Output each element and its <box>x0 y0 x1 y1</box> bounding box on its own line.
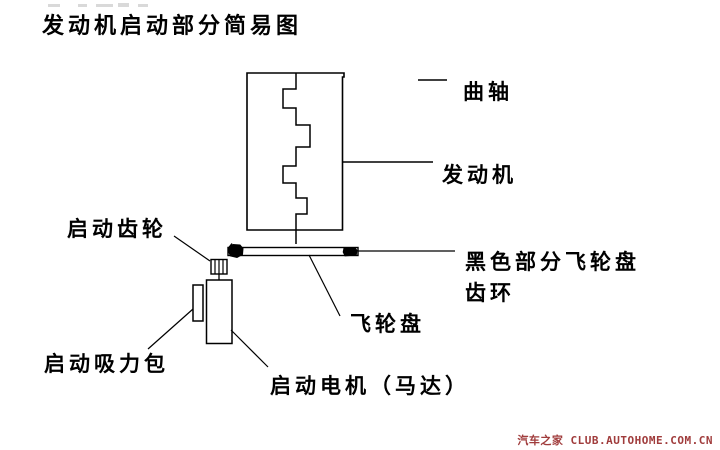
top-edge-artifact <box>78 4 87 7</box>
flywheel-disc <box>227 246 359 257</box>
leader-flywheel <box>308 254 341 317</box>
ring-gear-black-left <box>227 243 244 259</box>
starter-motor-body <box>205 279 233 345</box>
solenoid-body <box>192 284 204 322</box>
top-edge-artifact <box>138 4 148 7</box>
leader-starter-motor <box>230 329 269 368</box>
label-ring-gear-line1: 黑色部分飞轮盘 <box>465 251 640 274</box>
label-starter-gear: 启动齿轮 <box>67 218 167 241</box>
label-ring-gear-line2: 齿环 <box>465 282 515 305</box>
label-starter-motor: 启动电机（马达） <box>270 375 470 398</box>
label-solenoid: 启动吸力包 <box>44 353 169 376</box>
label-crankshaft: 曲轴 <box>463 81 513 104</box>
top-edge-artifact <box>118 3 129 7</box>
top-edge-artifact <box>48 4 60 7</box>
label-ring-gear: 黑色部分飞轮盘 齿环 <box>465 247 640 309</box>
engine-block-outline <box>246 72 345 231</box>
leader-solenoid <box>147 308 194 350</box>
label-flywheel: 飞轮盘 <box>350 313 425 336</box>
diagram-title: 发动机启动部分简易图 <box>42 13 303 38</box>
top-edge-artifact <box>96 4 113 7</box>
ring-gear-black-left-tick <box>227 243 233 249</box>
label-engine: 发动机 <box>442 164 517 187</box>
crankshaft-zigzag <box>282 73 311 244</box>
ring-gear-black-right <box>342 247 358 257</box>
site-watermark: 汽车之家 CLUB.AUTOHOME.COM.CN <box>517 434 713 447</box>
leader-starter-gear <box>173 235 211 262</box>
